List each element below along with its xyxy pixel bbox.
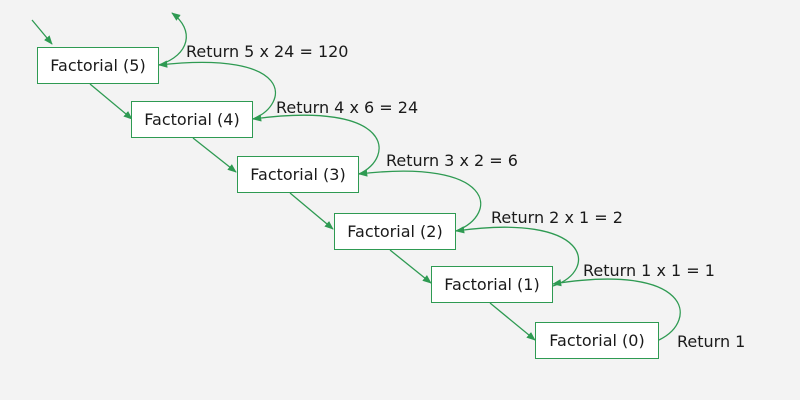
call-arrow-2-to-1: [389, 249, 432, 284]
final-return-arrow: [158, 12, 187, 66]
call-arrow-5-to-4: [89, 83, 133, 120]
entry-call-arrow: [31, 19, 53, 45]
call-arrow-4-to-3: [192, 137, 237, 173]
return-label-1: Return 1 x 1 = 1: [583, 261, 715, 280]
call-arrow-1-to-0: [489, 302, 536, 341]
return-label-4: Return 4 x 6 = 24: [276, 98, 419, 117]
return-arrow-0-to-1: [552, 278, 681, 341]
return-arrow-2-to-3: [358, 169, 482, 232]
return-arrow-4-to-5: [158, 60, 277, 120]
factorial-2-node: Factorial (2): [334, 213, 456, 250]
factorial-5-node: Factorial (5): [37, 47, 159, 84]
return-label-5: Return 5 x 24 = 120: [186, 42, 349, 61]
return-label-0: Return 1: [677, 332, 746, 351]
return-arrow-1-to-2: [455, 226, 579, 287]
return-label-3: Return 3 x 2 = 6: [386, 151, 518, 170]
return-label-2: Return 2 x 1 = 2: [491, 208, 623, 227]
call-arrow-3-to-2: [289, 192, 334, 230]
factorial-0-node: Factorial (0): [535, 322, 659, 359]
factorial-1-node: Factorial (1): [431, 266, 553, 303]
factorial-4-node: Factorial (4): [131, 101, 253, 138]
return-arrow-3-to-4: [252, 114, 380, 175]
factorial-3-node: Factorial (3): [237, 156, 359, 193]
